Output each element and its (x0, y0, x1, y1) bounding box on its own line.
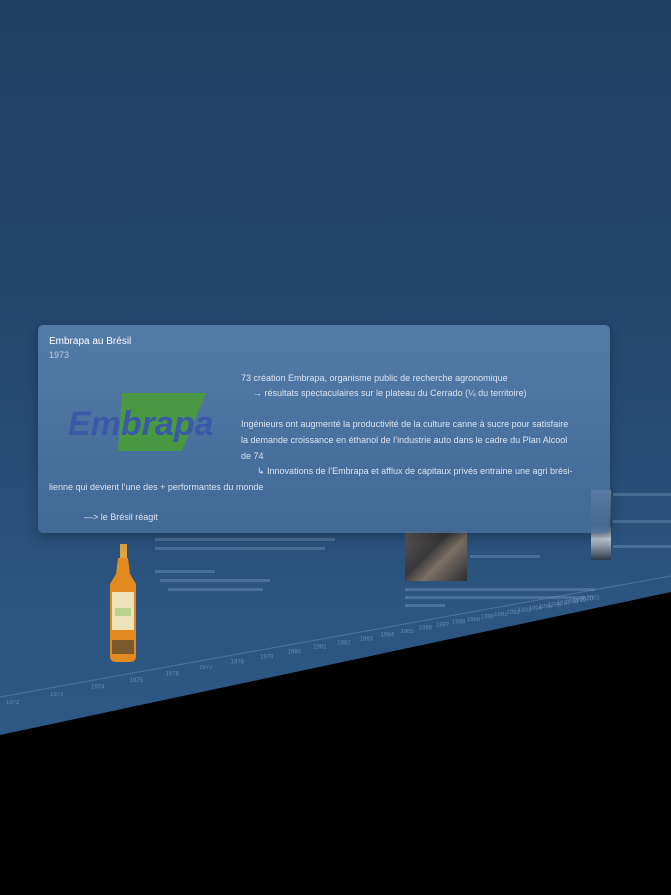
timeline-tick-label: 1977 (199, 665, 213, 671)
timeline-tick-label: 1986 (419, 626, 433, 632)
event-text-line: 73 création Embrapa, organisme public de… (241, 373, 508, 383)
timeline-tick-label: 1991 (494, 612, 508, 618)
embrapa-logo: Embrapa (68, 393, 214, 451)
timeline-tick-label: 1974 (91, 685, 105, 691)
timeline-tick-label: 1994 (529, 606, 543, 612)
timeline-tick-label: 1973 (50, 692, 64, 698)
timeline-tick-label: 1982 (337, 640, 351, 646)
timeline-tick-label: 1985 (400, 629, 414, 635)
timeline-tick-label: 1975 (130, 678, 144, 684)
timeline-tick-label: 1981 (313, 645, 327, 651)
event-title: Embrapa au Brésil (49, 336, 132, 347)
timeline-tick-label: 1972 (6, 700, 20, 706)
bottle-image (110, 544, 136, 662)
timeline-tick-label: 1987 (436, 623, 450, 629)
timeline-tick-label: 1983 (360, 636, 374, 642)
event-conclusion: —> le Brésil réagit (84, 512, 158, 522)
timeline-tick-label: 1978 (231, 660, 245, 666)
timeline-tick-label: 1996 (548, 602, 562, 608)
timeline-tick-label: 1998 (565, 599, 579, 605)
event-date: 1973 (49, 350, 70, 360)
event-text-line: ↳ Innovations de l’Embrapa et afflux de … (257, 466, 573, 476)
timeline-axis (0, 575, 671, 698)
timeline-tick-label: 2001 (587, 596, 601, 602)
timeline-tick-label: 1989 (467, 617, 481, 623)
timeline-tick-label: 1993 (518, 608, 532, 614)
event-card[interactable]: Embrapa au Brésil 1973 Embrapa 73 créati… (38, 325, 610, 533)
background-text-blocks (155, 493, 671, 607)
event-text-line: lienne qui devient l’une des + performan… (49, 482, 264, 492)
timeline-tick-label: 1980 (288, 649, 302, 655)
photo-thumbnail[interactable] (405, 531, 467, 581)
logo-text: Embrapa (68, 405, 214, 443)
timeline-tick-label: 1988 (452, 620, 466, 626)
event-text-line: de 74 (241, 451, 264, 461)
event-text-line: la demande croissance en éthanol de l’in… (241, 435, 568, 445)
timeline-tick-label: 1984 (381, 633, 395, 639)
timeline-tick-label: 1976 (166, 671, 180, 677)
event-text-line: → résultats spectaculaires sur le platea… (253, 388, 527, 398)
timeline-tick-label: 2000 (580, 597, 594, 603)
timeline-tick-label: 1997 (557, 601, 571, 607)
timeline-tick-label: 1979 (260, 654, 274, 660)
timeline-ticks: 1972 1973 1974 1975 1976 1977 1978 1979 1980 1981… (6, 596, 601, 706)
timeline-tick-label: 1990 (481, 614, 495, 620)
timeline-tick-label: 1995 (539, 604, 553, 610)
timeline-tick-label: 1999 (573, 598, 587, 604)
timeline-tick-label: 1992 (506, 610, 520, 616)
event-text-line: Ingénieurs ont augmenté la productivité … (241, 419, 569, 429)
